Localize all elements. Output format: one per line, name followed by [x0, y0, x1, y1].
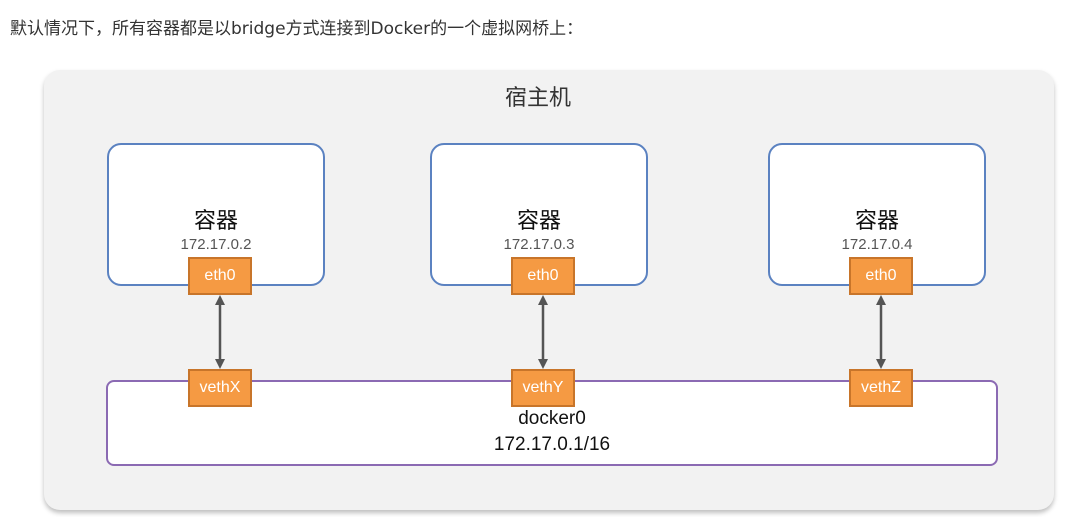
container-ip: 172.17.0.3 [503, 236, 575, 253]
container-label: 容器 [854, 209, 899, 234]
intro-text: 默认情况下，所有容器都是以bridge方式连接到Docker的一个虚拟网桥上： [10, 19, 584, 39]
eth0-port-3: eth0 [849, 257, 913, 295]
container-ip: 172.17.0.4 [841, 236, 913, 253]
container-2: 容器 172.17.0.3 [430, 143, 648, 286]
bridge-ip: 172.17.0.1/16 [493, 434, 611, 455]
eth0-port-1: eth0 [188, 257, 252, 295]
bridge-name: docker0 [518, 408, 586, 429]
container-ip: 172.17.0.2 [180, 236, 252, 253]
container-label: 容器 [193, 209, 238, 234]
veth-port-z: vethZ [849, 369, 913, 407]
container-1: 容器 172.17.0.2 [107, 143, 325, 286]
host-machine-title: 宿主机 [504, 86, 571, 111]
veth-port-y: vethY [511, 369, 575, 407]
veth-port-x: vethX [188, 369, 252, 407]
container-label: 容器 [516, 209, 561, 234]
eth0-port-2: eth0 [511, 257, 575, 295]
